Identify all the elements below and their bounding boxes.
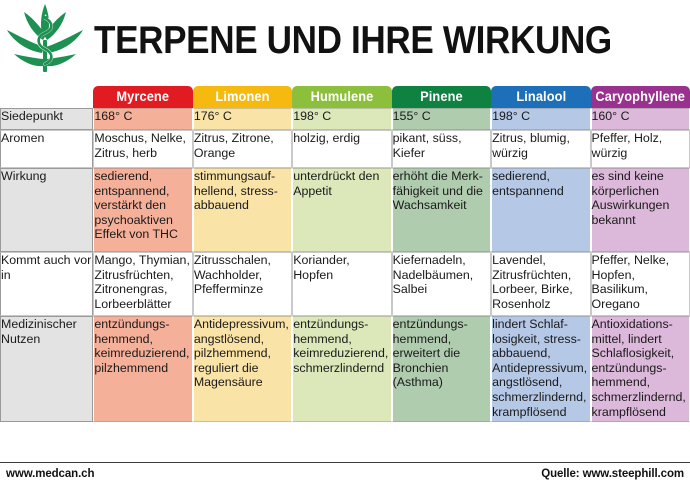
cell-myrcene-nutzen: entzündungs-hemmend, keimreduzierend, pi… xyxy=(93,316,193,422)
column-header-myrcene[interactable]: Myrcene xyxy=(93,86,193,108)
column-header-label: Myrcene xyxy=(116,89,170,104)
cell-caryophyllene-wirkung: es sind keine körperlichen Auswirkungen … xyxy=(590,168,690,252)
column-header-label: Caryophyllene xyxy=(595,89,686,104)
cell-humulene-nutzen: entzündungs-hemmend, keimreduzierend, sc… xyxy=(292,316,392,422)
cell-humulene-kommt-vor-in: Koriander, Hopfen xyxy=(292,252,392,316)
cell-limonen-wirkung: stimmungsauf-hellend, stress-abbauend xyxy=(192,168,293,252)
cell-limonen-aromen: Zitrus, Zitrone, Orange xyxy=(192,130,293,168)
cell-pinene-aromen: pikant, süss, Kiefer xyxy=(391,130,492,168)
cell-pinene-siedepunkt: 155° C xyxy=(391,108,492,130)
cell-limonen-siedepunkt: 176° C xyxy=(192,108,293,130)
cell-limonen-kommt-vor-in: Zitrusschalen, Wachholder, Pfefferminze xyxy=(192,252,293,316)
cell-myrcene-wirkung: sedierend, entspannend, verstärkt den ps… xyxy=(93,168,193,252)
cell-myrcene-siedepunkt: 168° C xyxy=(93,108,193,130)
column-header-label: Humulene xyxy=(310,89,374,104)
terpene-comparison-table: Myrcene Limonen Humulene Pinene Linalool… xyxy=(0,86,690,422)
cell-myrcene-kommt-vor-in: Mango, Thymian, Zitrusfrüchten, Zitronen… xyxy=(93,252,193,316)
cell-linalool-kommt-vor-in: Lavendel, Zitrusfrüchten, Lorbeer, Birke… xyxy=(491,252,591,316)
row-label-siedepunkt: Siedepunkt xyxy=(0,108,94,130)
footer-divider xyxy=(0,462,690,463)
medcan-logo xyxy=(4,2,86,76)
table-row-kommt-vor-in: Kommt auch vor in Mango, Thymian, Zitrus… xyxy=(0,252,690,316)
footer-source[interactable]: Quelle: www.steephill.com xyxy=(541,468,684,480)
column-header-pinene[interactable]: Pinene xyxy=(391,86,492,108)
cell-linalool-nutzen: lindert Schlaf-losigkeit, stress-abbauen… xyxy=(491,316,591,422)
cell-limonen-nutzen: Antidepressivum, angstlösend, pilzhemmen… xyxy=(192,316,293,422)
cell-caryophyllene-aromen: Pfeffer, Holz, würzig xyxy=(590,130,690,168)
cell-pinene-nutzen: entzündungs-hemmend, erweitert die Bronc… xyxy=(391,316,492,422)
table-row-siedepunkt: Siedepunkt 168° C 176° C 198° C 155° C 1… xyxy=(0,108,690,130)
cell-humulene-wirkung: unterdrückt den Appetit xyxy=(292,168,392,252)
cell-myrcene-aromen: Moschus, Nelke, Zitrus, herb xyxy=(93,130,193,168)
column-header-label: Linalool xyxy=(515,89,566,104)
table-row-wirkung: Wirkung sedierend, entspannend, verstärk… xyxy=(0,168,690,252)
cell-pinene-kommt-vor-in: Kiefernadeln, Nadelbäumen, Salbei xyxy=(391,252,492,316)
cell-caryophyllene-siedepunkt: 160° C xyxy=(590,108,690,130)
row-label-medizinischer-nutzen: Medizinischer Nutzen xyxy=(0,316,94,422)
row-label-wirkung: Wirkung xyxy=(0,168,94,252)
row-label-kommt-vor-in: Kommt auch vor in xyxy=(0,252,94,316)
column-header-label: Pinene xyxy=(420,89,463,104)
cannabis-leaf-asclepius-staff-icon xyxy=(7,4,83,72)
table-row-aromen: Aromen Moschus, Nelke, Zitrus, herb Zitr… xyxy=(0,130,690,168)
cell-linalool-siedepunkt: 198° C xyxy=(491,108,591,130)
column-header-humulene[interactable]: Humulene xyxy=(292,86,392,108)
column-header-limonen[interactable]: Limonen xyxy=(192,86,293,108)
table-header-row: Myrcene Limonen Humulene Pinene Linalool… xyxy=(0,86,690,108)
column-header-linalool[interactable]: Linalool xyxy=(491,86,591,108)
cell-caryophyllene-kommt-vor-in: Pfeffer, Nelke, Hopfen, Basilikum, Orega… xyxy=(590,252,690,316)
cell-linalool-wirkung: sedierend, entspannend xyxy=(491,168,591,252)
footer-website[interactable]: www.medcan.ch xyxy=(6,468,95,480)
column-header-caryophyllene[interactable]: Caryophyllene xyxy=(590,86,690,108)
masthead: TERPENE UND IHRE WIRKUNG xyxy=(0,0,690,82)
cell-humulene-siedepunkt: 198° C xyxy=(292,108,392,130)
page-title: TERPENE UND IHRE WIRKUNG xyxy=(94,19,612,62)
table-row-medizinischer-nutzen: Medizinischer Nutzen entzündungs-hemmend… xyxy=(0,316,690,422)
column-header-label: Limonen xyxy=(215,89,270,104)
cell-humulene-aromen: holzig, erdig xyxy=(292,130,392,168)
row-label-aromen: Aromen xyxy=(0,130,94,168)
cell-caryophyllene-nutzen: Antioxidations-mittel, lindert Schlaflos… xyxy=(590,316,690,422)
cell-pinene-wirkung: erhöht die Merk-fähigkeit und die Wachsa… xyxy=(391,168,492,252)
cell-linalool-aromen: Zitrus, blumig, würzig xyxy=(491,130,591,168)
corner-blank-cell xyxy=(0,86,94,108)
